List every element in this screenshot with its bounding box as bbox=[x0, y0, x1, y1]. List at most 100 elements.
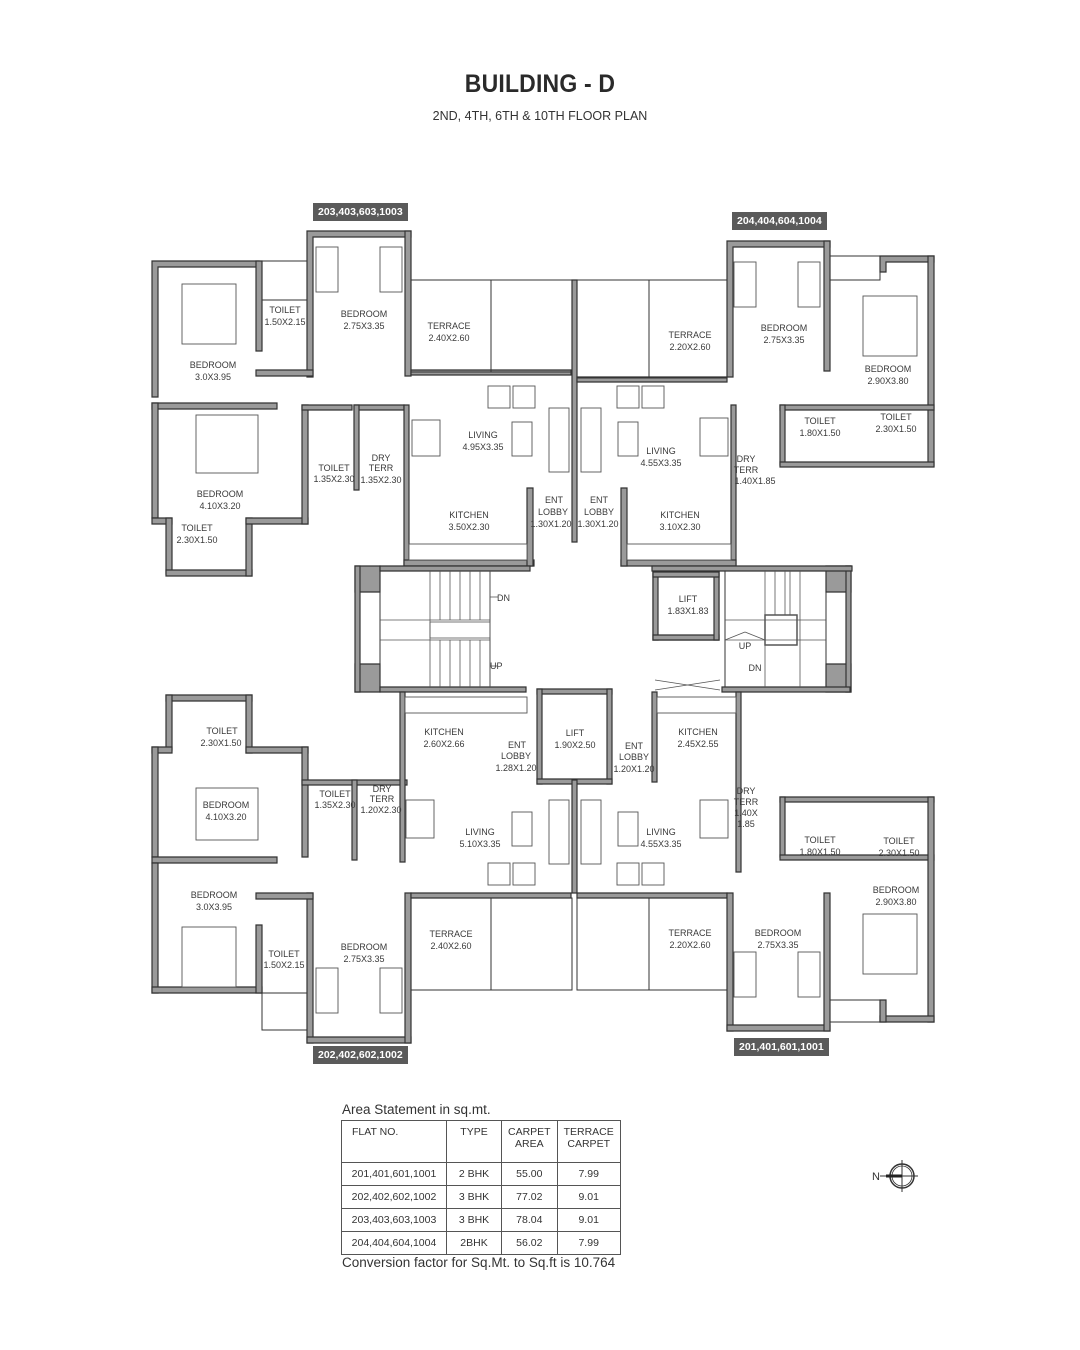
room-label: LIVING bbox=[646, 827, 676, 837]
room-label: LIFT bbox=[679, 594, 698, 604]
room-label: BEDROOM bbox=[755, 928, 802, 938]
room-label: LOBBY bbox=[584, 507, 614, 517]
room-size: 2.60X2.66 bbox=[423, 739, 464, 749]
north-label: N bbox=[872, 1171, 880, 1183]
room-label: TOILET bbox=[181, 523, 213, 533]
north-compass-icon: N bbox=[866, 1156, 926, 1201]
cell-carpet-area: 55.00 bbox=[501, 1162, 558, 1186]
room-label: LIVING bbox=[468, 430, 498, 440]
room-label: LOBBY bbox=[501, 751, 531, 761]
room-label: BEDROOM bbox=[190, 360, 237, 370]
cell-flat-no: 204,404,604,1004 bbox=[341, 1231, 447, 1255]
room-label: TOILET bbox=[269, 305, 301, 315]
cell-terrace-carpet: 7.99 bbox=[556, 1162, 621, 1186]
room-label: TERRACE bbox=[668, 330, 711, 340]
table-row: 201,401,601,1001 2 BHK 55.00 7.99 bbox=[341, 1162, 621, 1186]
room-size: 2.40X2.60 bbox=[430, 941, 471, 951]
room-label: BEDROOM bbox=[203, 800, 250, 810]
flat-tag-bottom-left: 202,402,602,1002 bbox=[313, 1046, 408, 1064]
flat-tag-top-right: 204,404,604,1004 bbox=[732, 212, 827, 230]
bed-icon bbox=[862, 913, 918, 975]
room-size: 2.90X3.80 bbox=[867, 376, 908, 386]
room-label: DRY bbox=[372, 453, 391, 463]
room-size: 2.20X2.60 bbox=[669, 342, 710, 352]
room-size: 1.35X2.30 bbox=[314, 800, 355, 810]
cell-carpet-area: 56.02 bbox=[501, 1231, 558, 1255]
table-row: 202,402,602,1002 3 BHK 77.02 9.01 bbox=[341, 1185, 621, 1209]
bed-icon bbox=[181, 283, 237, 345]
room-size: 1.30X1.20 bbox=[530, 519, 571, 529]
room-label: DRY bbox=[737, 786, 756, 796]
room-size: 2.75X3.35 bbox=[343, 954, 384, 964]
room-size: 3.10X2.30 bbox=[659, 522, 700, 532]
stair-label: DN bbox=[497, 593, 510, 603]
room-size: 1.20X1.20 bbox=[613, 764, 654, 774]
room-size: 4.55X3.35 bbox=[640, 839, 681, 849]
room-label: LIFT bbox=[566, 728, 585, 738]
room-size: 3.50X2.30 bbox=[448, 522, 489, 532]
room-size: 5.10X3.35 bbox=[459, 839, 500, 849]
col-flat-no: FLAT NO. bbox=[341, 1120, 447, 1163]
room-label: BEDROOM bbox=[341, 309, 388, 319]
room-label: BEDROOM bbox=[197, 489, 244, 499]
room-size: 2.40X2.60 bbox=[428, 333, 469, 343]
room-size: 2.30X1.50 bbox=[878, 848, 919, 858]
room-size: 2.75X3.35 bbox=[757, 940, 798, 950]
room-size: 1.80X1.50 bbox=[799, 428, 840, 438]
room-labels: BEDROOM 3.0X3.95 TOILET 1.50X2.15 BEDROO… bbox=[176, 305, 919, 970]
cell-terrace-carpet: 9.01 bbox=[556, 1185, 621, 1209]
room-size: 1.50X2.15 bbox=[263, 960, 304, 970]
room-label: ENT bbox=[625, 741, 644, 751]
cell-type: 3 BHK bbox=[446, 1208, 502, 1232]
room-size: 1.40X1.85 bbox=[734, 476, 775, 486]
room-label: ENT bbox=[590, 495, 609, 505]
bed-icon bbox=[862, 295, 918, 357]
room-label: TOILET bbox=[268, 949, 300, 959]
table-row: 203,403,603,1003 3 BHK 78.04 9.01 bbox=[341, 1208, 621, 1232]
bed-icon bbox=[195, 414, 259, 474]
room-label: TOILET bbox=[804, 416, 836, 426]
room-label: KITCHEN bbox=[660, 510, 700, 520]
room-label: TOILET bbox=[804, 835, 836, 845]
stair-label: UP bbox=[490, 661, 503, 671]
page-subtitle: 2ND, 4TH, 6TH & 10TH FLOOR PLAN bbox=[432, 109, 648, 123]
floor-plan-drawing: BEDROOM 3.0X3.95 TOILET 1.50X2.15 BEDROO… bbox=[151, 230, 935, 1044]
header-line: AREA bbox=[515, 1138, 544, 1150]
room-size: 3.0X3.95 bbox=[195, 372, 231, 382]
room-size: 2.90X3.80 bbox=[875, 897, 916, 907]
flat-tag-top-left: 203,403,603,1003 bbox=[313, 203, 408, 221]
room-label: KITCHEN bbox=[449, 510, 489, 520]
room-label: BEDROOM bbox=[865, 364, 912, 374]
room-label: TOILET bbox=[319, 789, 351, 799]
room-label: KITCHEN bbox=[424, 727, 464, 737]
cell-carpet-area: 78.04 bbox=[501, 1208, 558, 1232]
page-title: BUILDING - D bbox=[464, 70, 616, 98]
room-label: BEDROOM bbox=[761, 323, 808, 333]
room-label: LIVING bbox=[465, 827, 495, 837]
room-size: 4.95X3.35 bbox=[462, 442, 503, 452]
cell-type: 2 BHK bbox=[446, 1162, 502, 1186]
room-label: ENT bbox=[508, 740, 527, 750]
area-statement-caption: Area Statement in sq.mt. bbox=[342, 1102, 491, 1117]
flat-tag-bottom-right: 201,401,601,1001 bbox=[734, 1038, 829, 1056]
room-label: TOILET bbox=[206, 726, 238, 736]
room-size: 2.75X3.35 bbox=[763, 335, 804, 345]
room-label: KITCHEN bbox=[678, 727, 718, 737]
room-label: DRY bbox=[373, 784, 392, 794]
room-size: 1.85 bbox=[737, 819, 755, 829]
cell-type: 2BHK bbox=[446, 1231, 502, 1255]
header-line: TERRACE bbox=[563, 1126, 614, 1138]
stair-label: DN bbox=[749, 663, 762, 673]
room-size: 2.45X2.55 bbox=[677, 739, 718, 749]
glazing-lines bbox=[261, 255, 881, 1031]
room-label: DRY bbox=[737, 454, 756, 464]
cell-terrace-carpet: 7.99 bbox=[556, 1231, 621, 1255]
room-size: 1.50X2.15 bbox=[264, 317, 305, 327]
room-size: 2.75X3.35 bbox=[343, 321, 384, 331]
header-line: CARPET bbox=[567, 1138, 610, 1150]
furniture bbox=[181, 246, 918, 1014]
